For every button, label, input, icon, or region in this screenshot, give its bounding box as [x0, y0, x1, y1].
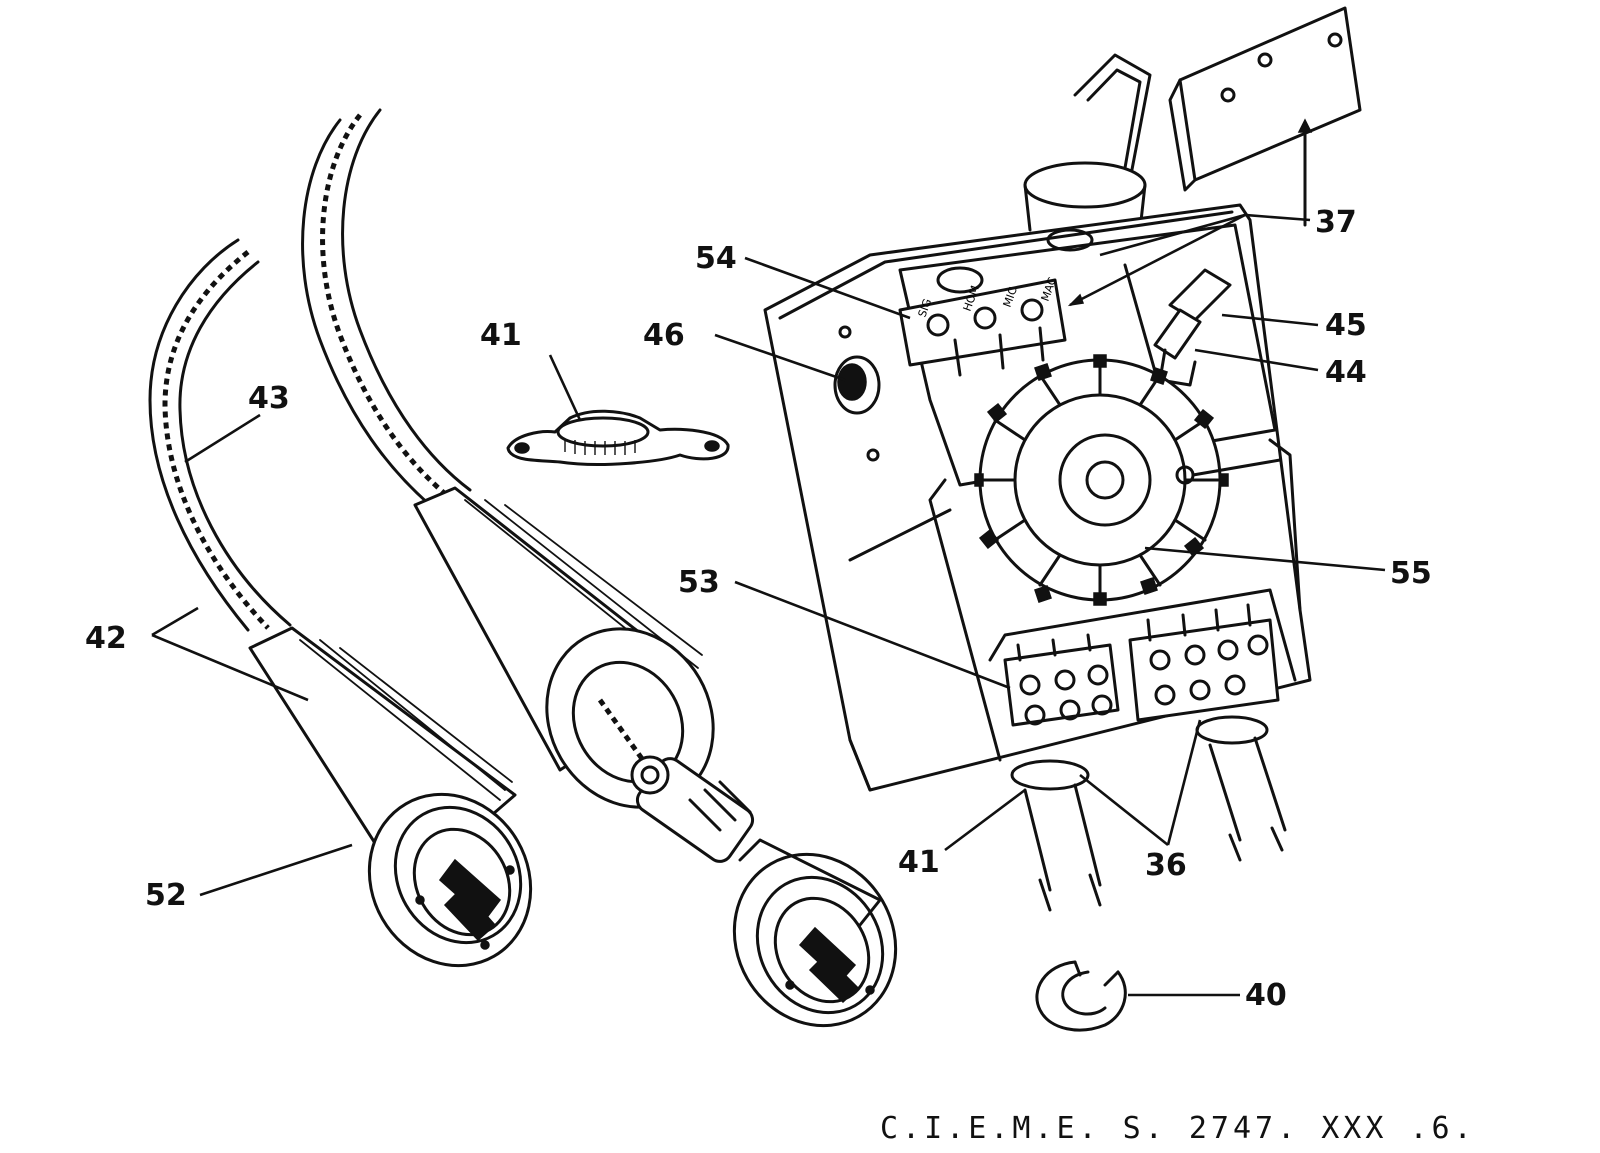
callout-41-bottom: 41 [898, 845, 940, 880]
callout-52: 52 [145, 878, 187, 913]
ring-clip-41 [506, 409, 730, 466]
callout-41-top: 41 [480, 318, 522, 353]
drawing-reference: C.I.E.M.E. S. 2747. XXX .6. [880, 1111, 1476, 1146]
centre-cable-assembly [301, 108, 898, 1028]
callout-36: 36 [1145, 848, 1187, 883]
left-cable-assembly [148, 238, 533, 968]
callout-54: 54 [695, 241, 737, 276]
chassis-assembly: SIG HOM MIC MAC [763, 6, 1362, 912]
split-ring-40 [1035, 960, 1127, 1032]
callout-53: 53 [678, 565, 720, 600]
switch-label-sig: SIG [916, 297, 935, 319]
rotary-switch-contacts [974, 354, 1229, 606]
callout-42: 42 [85, 621, 127, 656]
callouts: 37 54 45 44 46 41 43 42 55 53 52 41 36 4… [85, 205, 1432, 1013]
leader-lines [151, 213, 1386, 997]
callout-37: 37 [1315, 205, 1357, 240]
callout-43: 43 [248, 381, 290, 416]
callout-44: 44 [1325, 355, 1367, 390]
callout-55: 55 [1390, 556, 1432, 591]
callout-40: 40 [1245, 978, 1287, 1013]
callout-46: 46 [643, 318, 685, 353]
callout-45: 45 [1325, 308, 1367, 343]
